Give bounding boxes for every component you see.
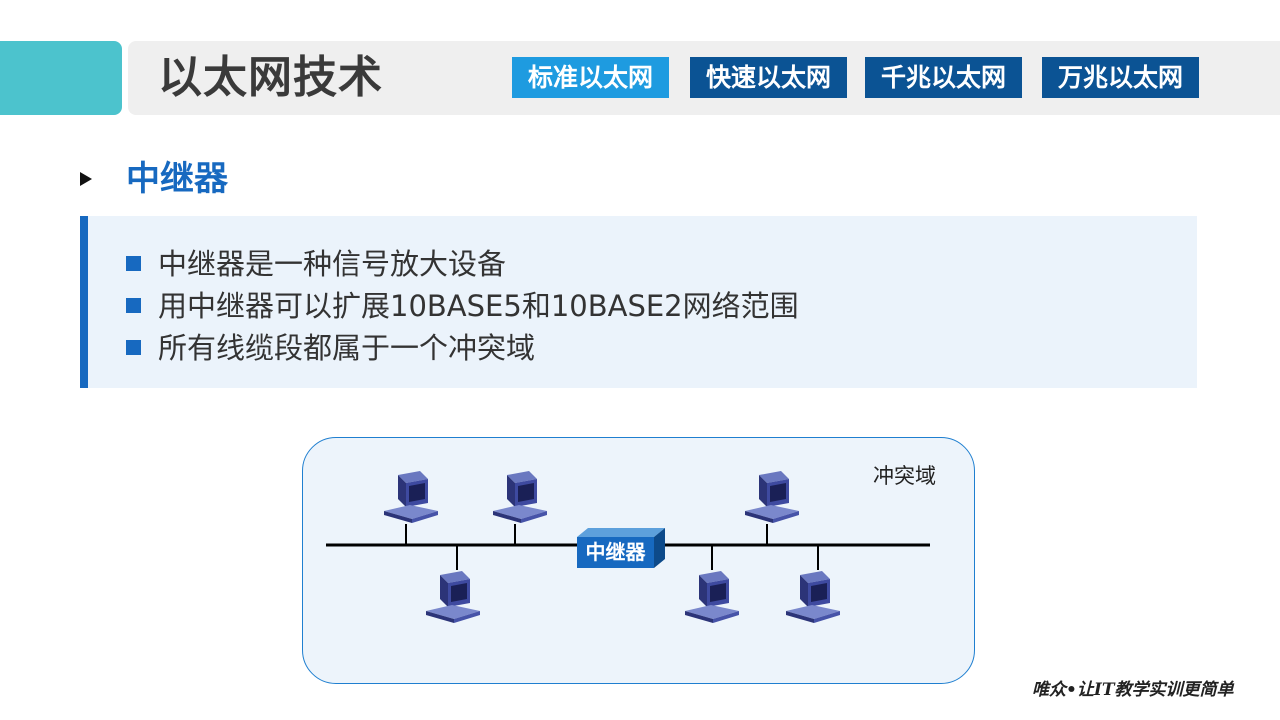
bullet-text: 所有线缆段都属于一个冲突域	[158, 331, 536, 365]
tab-standard-ethernet[interactable]: 标准以太网	[512, 57, 669, 98]
header-accent-block	[0, 41, 122, 115]
bullet-item: 中继器是一种信号放大设备	[126, 243, 506, 285]
footer-slogan: 唯众•让IT教学实训更简单	[1032, 680, 1234, 700]
section-title: 中继器	[126, 159, 228, 199]
computer-icon	[422, 567, 486, 627]
bullet-text: 中继器是一种信号放大设备	[158, 247, 507, 281]
repeater-label: 中继器	[585, 540, 646, 564]
computer-icon	[380, 467, 444, 527]
computer-icon	[741, 467, 805, 527]
tab-gigabit-ethernet[interactable]: 千兆以太网	[865, 57, 1022, 98]
tab-10gigabit-ethernet[interactable]: 万兆以太网	[1042, 57, 1199, 98]
bullet-box: 中继器是一种信号放大设备 用中继器可以扩展10BASE5和10BASE2网络范围…	[80, 216, 1197, 388]
computer-icon	[782, 567, 846, 627]
section-marker-icon	[80, 172, 92, 186]
tab-fast-ethernet[interactable]: 快速以太网	[690, 57, 847, 98]
computer-icon	[681, 567, 745, 627]
square-bullet-icon	[126, 297, 141, 313]
repeater-box-icon	[577, 528, 665, 568]
bullet-item: 所有线缆段都属于一个冲突域	[126, 327, 535, 369]
bullet-text: 用中继器可以扩展10BASE5和10BASE2网络范围	[158, 289, 799, 323]
page-title: 以太网技术	[158, 52, 383, 103]
bullet-item: 用中继器可以扩展10BASE5和10BASE2网络范围	[126, 285, 799, 327]
square-bullet-icon	[126, 255, 141, 271]
square-bullet-icon	[126, 339, 141, 355]
collision-domain-label: 冲突域	[873, 464, 936, 488]
computer-icon	[489, 467, 553, 527]
